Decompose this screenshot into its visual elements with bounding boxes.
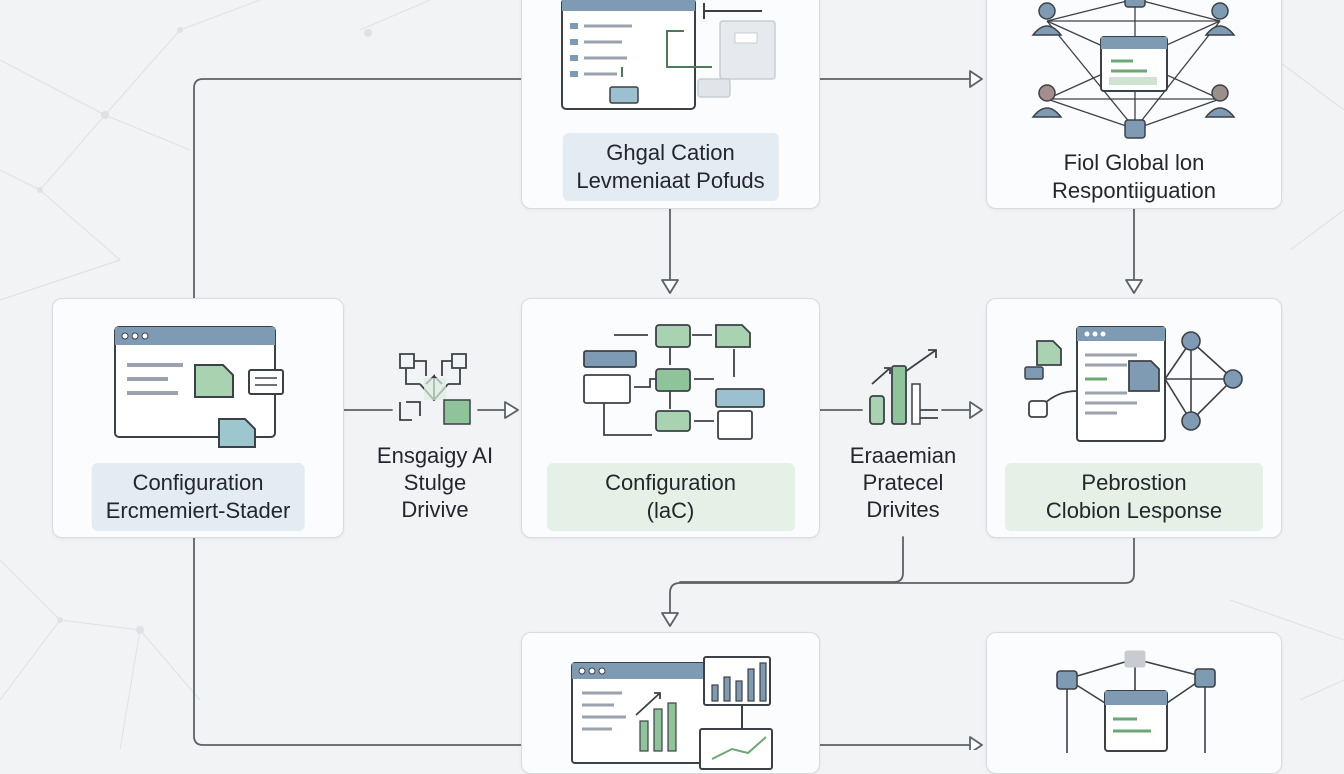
config-window-icon bbox=[114, 326, 284, 448]
dashboard-flow-icon bbox=[561, 0, 776, 110]
node-card-bottom-center[interactable] bbox=[521, 632, 820, 774]
ai-strategy-icon bbox=[399, 353, 471, 425]
node-label-mid-right: Pebrostion Clobion Lesponse bbox=[1005, 463, 1263, 531]
node-card-mid-left[interactable]: Configuration Ercmemiert-Stader bbox=[52, 298, 344, 538]
person-icon bbox=[1031, 2, 1236, 118]
node-graph-icon bbox=[1056, 650, 1216, 753]
edge-label-line: Stulge bbox=[403, 470, 467, 495]
node-card-top-center[interactable]: Ghgal Cation Levmeniaat Pofuds bbox=[521, 0, 820, 209]
response-network-icon bbox=[1024, 326, 1243, 442]
analytics-dashboard-icon bbox=[571, 656, 773, 770]
node-label-mid-left: Configuration Ercmemiert-Stader bbox=[91, 463, 305, 531]
node-card-top-right[interactable]: Fiol Global lon Respontiiguation bbox=[986, 0, 1282, 209]
team-network-icon bbox=[1031, 0, 1236, 139]
node-label-line: Fiol Global lon bbox=[1063, 150, 1205, 175]
edge-label-right: Eraaemian Pratecel Drivites bbox=[832, 442, 974, 523]
node-label-line: Levmeniaat Pofuds bbox=[576, 168, 765, 193]
edge-label-line: Drivive bbox=[401, 497, 469, 522]
node-label-line: Pebrostion bbox=[1081, 470, 1187, 495]
node-label-line: Configuration bbox=[132, 470, 264, 495]
edge-label-line: Drivites bbox=[866, 497, 940, 522]
node-label-line: Ghgal Cation bbox=[606, 140, 735, 165]
node-label-line: (laC) bbox=[646, 498, 695, 523]
node-card-mid-center[interactable]: Configuration (laC) bbox=[521, 298, 820, 538]
node-label-mid-center: Configuration (laC) bbox=[546, 463, 795, 531]
node-label-line: Respontiiguation bbox=[1052, 178, 1216, 203]
background-network bbox=[0, 0, 1344, 750]
node-label-line: Configuration bbox=[605, 470, 736, 495]
node-label-top-right: Fiol Global lon Respontiiguation bbox=[1038, 143, 1230, 208]
node-card-mid-right[interactable]: Pebrostion Clobion Lesponse bbox=[986, 298, 1282, 538]
node-label-top-center: Ghgal Cation Levmeniaat Pofuds bbox=[562, 133, 779, 201]
edge-label-line: Pratecel bbox=[862, 470, 944, 495]
infrastructure-flow-icon bbox=[583, 324, 765, 440]
node-label-line: Clobion Lesponse bbox=[1045, 498, 1223, 523]
edge-label-left: Ensgaigy AI Stulge Drivive bbox=[362, 442, 508, 523]
edge-label-line: Eraaemian bbox=[849, 443, 957, 468]
edge-label-line: Ensgaigy AI bbox=[376, 443, 494, 468]
node-card-bottom-right[interactable] bbox=[986, 632, 1282, 774]
node-label-line: Ercmemiert-Stader bbox=[105, 498, 291, 523]
growth-chart-icon bbox=[869, 349, 938, 425]
